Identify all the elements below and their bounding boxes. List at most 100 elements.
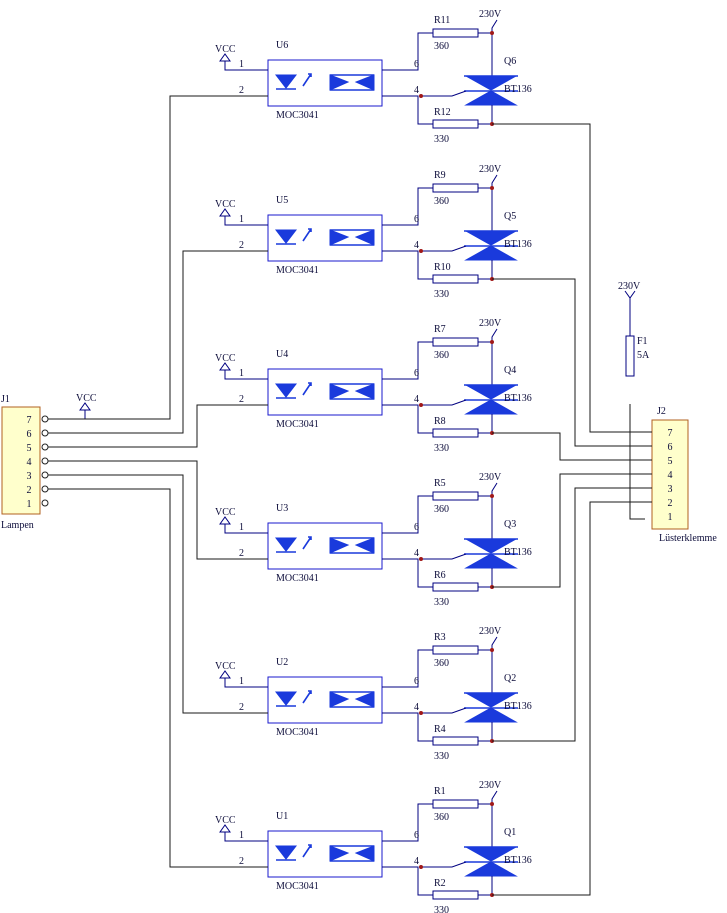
supply-label: 230V bbox=[479, 9, 502, 20]
fuse-value: 5A bbox=[637, 350, 650, 361]
resistor-a-ref: R1 bbox=[434, 786, 446, 797]
supply-wire bbox=[491, 328, 498, 342]
j2-body bbox=[651, 419, 689, 530]
optocoupler-part: MOC3041 bbox=[276, 110, 319, 121]
j1-name: Lampen bbox=[1, 520, 34, 531]
resistor-b-ref: R8 bbox=[434, 416, 446, 427]
pin-label: 1 bbox=[239, 830, 244, 841]
led-icon bbox=[274, 845, 298, 860]
resistor-b bbox=[432, 274, 479, 284]
pin4-wire bbox=[382, 404, 433, 434]
triac-part: BT136 bbox=[504, 547, 532, 558]
triac-icon bbox=[464, 245, 518, 261]
opto-triac-icon bbox=[329, 691, 350, 708]
pin-label: 4 bbox=[414, 394, 419, 405]
pin-label: 1 bbox=[239, 522, 244, 533]
opto-triac-bars bbox=[330, 383, 374, 400]
mt2-wire bbox=[478, 341, 493, 385]
mt1-wire bbox=[478, 414, 493, 434]
mt1-wire bbox=[478, 876, 493, 896]
vcc-label: VCC bbox=[215, 661, 236, 672]
triac-icon bbox=[464, 90, 518, 106]
vcc-label: VCC bbox=[215, 815, 236, 826]
pin-label: 2 bbox=[239, 394, 244, 405]
j2-load-wire bbox=[492, 123, 652, 433]
pin-label: 1 bbox=[239, 676, 244, 687]
junction-dot bbox=[490, 340, 494, 344]
led-icon bbox=[274, 74, 298, 89]
pin-label: 4 bbox=[414, 85, 419, 96]
supply-wire bbox=[491, 790, 498, 804]
gate-wire bbox=[421, 707, 467, 714]
vcc-wire bbox=[224, 678, 268, 688]
triac-part: BT136 bbox=[504, 84, 532, 95]
j2-pin-label: 3 bbox=[668, 484, 673, 495]
triac-ref: Q3 bbox=[504, 519, 516, 530]
pin-label: 4 bbox=[414, 702, 419, 713]
resistor-a-value: 360 bbox=[434, 350, 449, 361]
j2-load-wire bbox=[492, 473, 652, 588]
vcc-wire bbox=[224, 524, 268, 534]
j1-pin-2 bbox=[41, 485, 49, 493]
pin4-wire bbox=[382, 250, 433, 280]
optocoupler-ref: U4 bbox=[276, 349, 288, 360]
resistor-b-value: 330 bbox=[434, 597, 449, 608]
triac-bars bbox=[464, 538, 518, 555]
j2-load-wire bbox=[492, 278, 652, 447]
resistor-a-ref: R5 bbox=[434, 478, 446, 489]
j1-pin-label: 5 bbox=[27, 443, 32, 454]
triac-bars bbox=[464, 846, 518, 863]
j1-vcc-label: VCC bbox=[76, 393, 97, 404]
optocoupler-ref: U5 bbox=[276, 195, 288, 206]
opto-triac-icon bbox=[329, 537, 350, 554]
j1-pin-label: 2 bbox=[27, 485, 32, 496]
pin6-wire bbox=[382, 341, 433, 380]
light-arrow-icon bbox=[302, 228, 312, 242]
resistor-a-value: 360 bbox=[434, 504, 449, 515]
connector-j2: J2 Lüsterklemme 7 6 5 4 3 2 1 bbox=[651, 406, 717, 544]
j1-signal-wire bbox=[48, 95, 268, 420]
j1-signal-wire bbox=[48, 488, 268, 868]
pin6-wire bbox=[382, 803, 433, 842]
optocoupler-ref: U2 bbox=[276, 657, 288, 668]
j1-signal-wire bbox=[48, 404, 268, 448]
resistor-b-ref: R6 bbox=[434, 570, 446, 581]
supply-label: 230V bbox=[479, 780, 502, 791]
gate-wire bbox=[421, 553, 467, 560]
optocoupler-part: MOC3041 bbox=[276, 727, 319, 738]
supply-wire bbox=[491, 174, 498, 188]
connector-j1: J1 Lampen 7 6 5 4 3 2 1 VCC bbox=[1, 393, 97, 531]
pin-label: 6 bbox=[414, 522, 419, 533]
j2-name: Lüsterklemme bbox=[659, 533, 717, 544]
optotriac-stages: U6MOC3041VCC1264R11360230VQ6BT136R12330U… bbox=[48, 9, 652, 913]
light-arrow-icon bbox=[302, 73, 312, 87]
j1-pin-label: 1 bbox=[27, 499, 32, 510]
triac-icon bbox=[464, 553, 518, 569]
light-arrow-icon bbox=[302, 536, 312, 550]
pin-label: 2 bbox=[239, 240, 244, 251]
led-icon bbox=[274, 229, 298, 244]
mt2-wire bbox=[478, 803, 493, 847]
triac-bars bbox=[464, 230, 518, 247]
fuse-supply-label: 230V bbox=[618, 281, 641, 292]
resistor-b-value: 330 bbox=[434, 905, 449, 913]
vcc-label: VCC bbox=[215, 44, 236, 55]
vcc-label: VCC bbox=[215, 199, 236, 210]
junction-dot bbox=[490, 31, 494, 35]
triac-icon bbox=[464, 861, 518, 877]
triac-icon bbox=[464, 399, 518, 415]
junction-dot bbox=[490, 802, 494, 806]
optocoupler-body bbox=[267, 368, 383, 416]
optocoupler-ref: U1 bbox=[276, 811, 288, 822]
vcc-symbol bbox=[219, 670, 231, 679]
j2-pin-label: 1 bbox=[668, 512, 673, 523]
resistor-a-ref: R11 bbox=[434, 15, 450, 26]
triac-bars bbox=[464, 384, 518, 401]
pin-label: 6 bbox=[414, 676, 419, 687]
fuse-ref: F1 bbox=[637, 336, 648, 347]
